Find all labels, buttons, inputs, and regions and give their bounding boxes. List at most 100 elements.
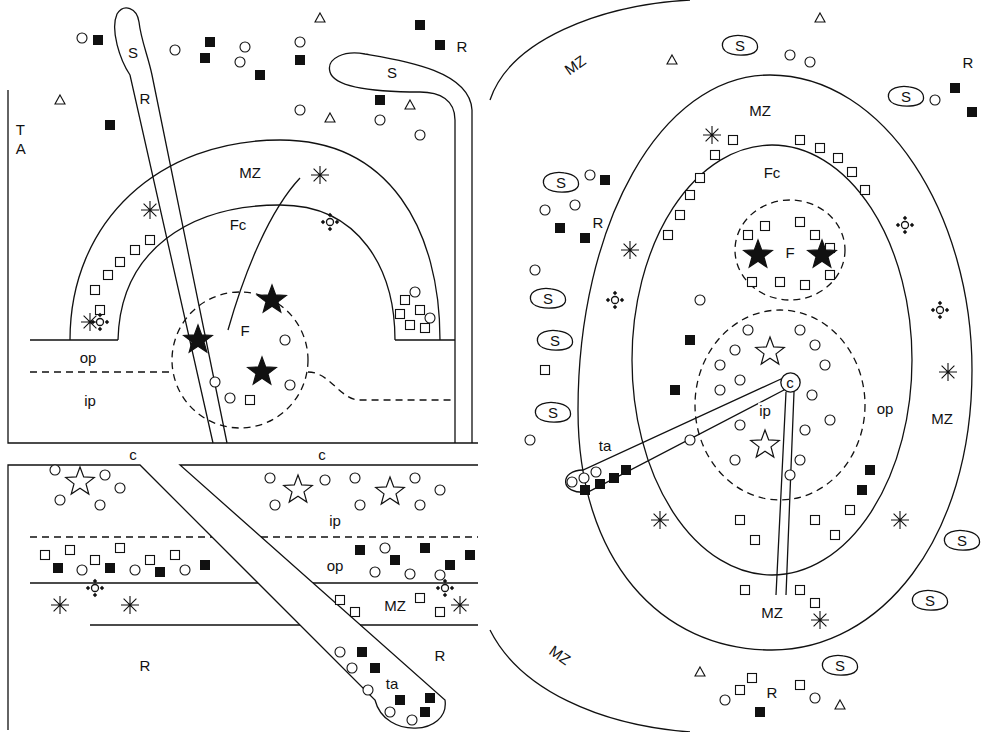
- node-label: S: [835, 658, 845, 673]
- open-square-symbol: [436, 608, 445, 617]
- asterisk-symbol: [451, 596, 469, 614]
- filled-square-symbol: [54, 564, 63, 573]
- white-pulp-outline: [578, 75, 972, 650]
- open-circle-symbol: [335, 647, 345, 657]
- triangle-symbol: [695, 667, 705, 676]
- filled-square-symbol: [376, 96, 385, 105]
- macrophage-symbol: [86, 586, 90, 590]
- asterisk-symbol: [939, 363, 957, 381]
- open-circle-symbol: [585, 170, 595, 180]
- filled-square-symbol: [466, 551, 475, 560]
- sinus-outline: [822, 655, 857, 675]
- open-circle-symbol: [95, 500, 105, 510]
- filled-star-symbol: [744, 240, 773, 267]
- open-circle-symbol: [730, 345, 740, 355]
- open-square-symbol: [91, 286, 100, 295]
- filled-square-symbol: [421, 544, 430, 553]
- filled-square-symbol: [416, 21, 425, 30]
- macrophage-symbol: [931, 308, 935, 312]
- trabecular-artery-wall: [8, 90, 478, 443]
- region-label: Fc: [763, 165, 782, 180]
- node-label: c: [786, 375, 794, 390]
- macrophage-symbol: [327, 219, 334, 226]
- open-square-symbol: [816, 144, 825, 153]
- open-square-symbol: [336, 596, 345, 605]
- filled-square-symbol: [601, 176, 610, 185]
- open-circle-symbol: [685, 435, 695, 445]
- open-circle-symbol: [530, 265, 540, 275]
- open-circle-symbol: [715, 385, 725, 395]
- region-label: F: [239, 323, 250, 338]
- filled-square-symbol: [206, 38, 215, 47]
- region-label: MZ: [238, 165, 262, 180]
- sinus-outline: [530, 288, 565, 308]
- central-artery-branch: [776, 392, 794, 595]
- filled-square-symbol: [756, 708, 765, 717]
- macrophage-symbol: [98, 313, 102, 317]
- region-label: MZ: [748, 103, 772, 118]
- open-square-symbol: [751, 536, 760, 545]
- filled-star-symbol: [184, 325, 213, 352]
- open-circle-symbol: [810, 340, 820, 350]
- region-label: S: [127, 45, 139, 60]
- macrophage-symbol: [938, 315, 942, 319]
- open-circle-symbol: [285, 380, 295, 390]
- region-label: R: [592, 215, 605, 230]
- artery-circle: c: [780, 372, 801, 393]
- filled-square-symbol: [446, 561, 455, 570]
- sinus-blob: S: [541, 170, 581, 194]
- filled-square-symbol: [968, 108, 977, 117]
- filled-square-symbol: [356, 546, 365, 555]
- open-circle-symbol: [407, 715, 417, 725]
- triangle-symbol: [325, 113, 335, 122]
- filled-square-symbol: [201, 561, 210, 570]
- open-square-symbol: [761, 222, 770, 231]
- macrophage-symbol: [442, 585, 449, 592]
- node-label: S: [925, 593, 935, 608]
- open-square-symbol: [146, 556, 155, 565]
- open-circle-symbol: [170, 45, 180, 55]
- region-label: R: [139, 91, 152, 106]
- open-square-symbol: [846, 506, 855, 515]
- filled-star-symbol: [808, 240, 837, 267]
- filled-square-symbol: [106, 564, 115, 573]
- open-circle-symbol: [355, 500, 365, 510]
- region-label: S: [386, 65, 398, 80]
- asterisk-symbol: [141, 201, 159, 219]
- macrophage-symbol: [938, 301, 942, 305]
- macrophage-symbol: [321, 213, 339, 231]
- open-circle-symbol: [720, 695, 730, 705]
- macrophage-symbol: [606, 291, 624, 309]
- open-square-symbol: [796, 136, 805, 145]
- filled-square-symbol: [391, 556, 400, 565]
- open-circle-symbol: [735, 420, 745, 430]
- open-circle-symbol: [115, 483, 125, 493]
- open-square-symbol: [861, 186, 870, 195]
- open-circle-symbol: [435, 570, 445, 580]
- region-label: Fc: [229, 217, 248, 232]
- macrophage-symbol: [910, 223, 914, 227]
- filled-square-symbol: [866, 466, 875, 475]
- open-circle-symbol: [50, 465, 60, 475]
- open-circle-symbol: [320, 475, 330, 485]
- open-circle-symbol: [795, 325, 805, 335]
- macrophage-symbol: [97, 319, 104, 326]
- sinus-blob: S: [910, 588, 950, 612]
- open-square-symbol: [351, 608, 360, 617]
- open-circle-symbol: [295, 105, 305, 115]
- region-label: ta: [598, 438, 613, 453]
- sinus-vessel: [115, 8, 227, 443]
- open-square-symbol: [741, 586, 750, 595]
- open-square-symbol: [848, 168, 857, 177]
- macrophage-symbol: [91, 313, 109, 331]
- open-square-symbol: [104, 271, 113, 280]
- sinus-vessel: [329, 53, 472, 443]
- region-label: R: [434, 648, 447, 663]
- open-square-symbol: [146, 236, 155, 245]
- open-circle-symbol: [347, 663, 357, 673]
- triangle-symbol: [315, 13, 325, 22]
- pals-boundary: [30, 582, 478, 583]
- triangle-symbol: [667, 55, 677, 64]
- open-square-symbol: [541, 366, 550, 375]
- filled-star-symbol: [258, 285, 287, 312]
